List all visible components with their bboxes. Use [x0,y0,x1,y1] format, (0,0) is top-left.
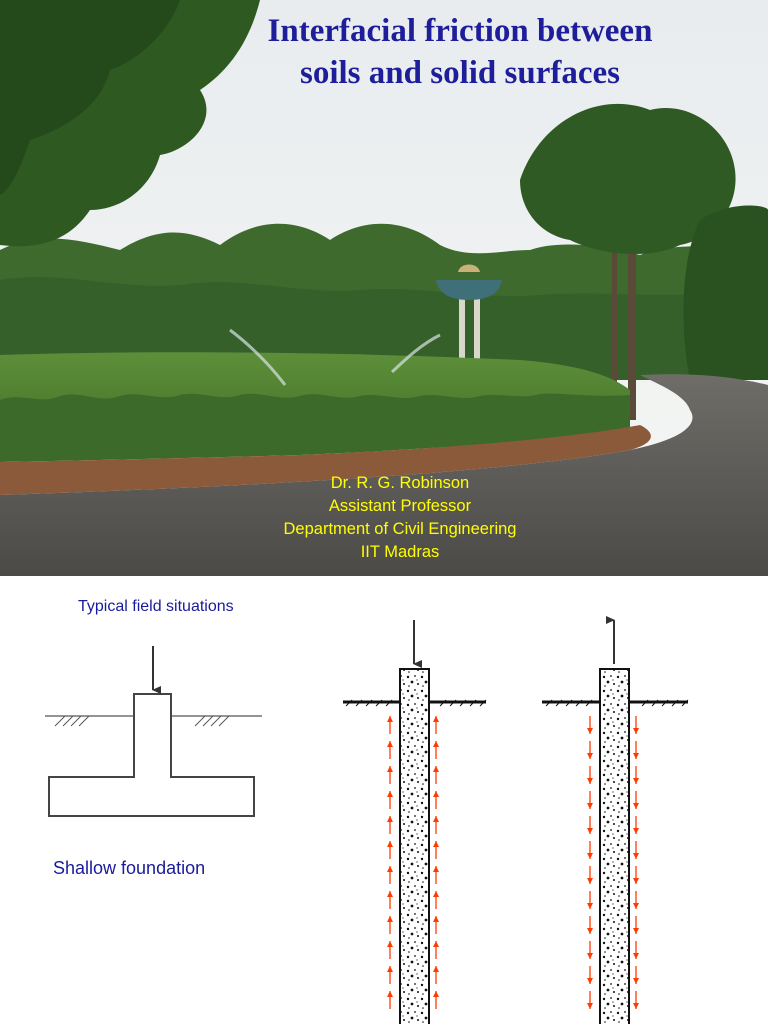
friction-up-arrow-icon-head [387,766,393,772]
pile-compression-diagram [343,620,487,1024]
title-line-1: Interfacial friction between [267,13,653,49]
friction-down-arrow-icon-head [587,928,593,934]
shallow-foundation-diagram [45,646,262,817]
friction-down-arrow-icon-head [633,953,639,959]
friction-up-arrow-icon-head [433,866,439,872]
ground-hatch-icon [54,715,230,727]
friction-down-arrow-icon-head [587,953,593,959]
downward-friction-arrows [587,716,639,1009]
friction-up-arrow-icon-head [433,941,439,947]
slide-title: Interfacial friction between soils and s… [150,10,768,94]
friction-up-arrow-icon-head [387,816,393,822]
friction-up-arrow-icon-head [387,966,393,972]
field-situations-slide: Typical field situations Shallow foundat… [0,576,768,1024]
friction-up-arrow-icon-head [433,816,439,822]
friction-up-arrow-icon-head [433,791,439,797]
friction-up-arrow-icon-head [387,791,393,797]
friction-down-arrow-icon-head [587,903,593,909]
friction-up-arrow-icon-head [387,866,393,872]
friction-down-arrow-icon-head [587,803,593,809]
friction-down-arrow-icon-head [587,978,593,984]
friction-down-arrow-icon-head [633,728,639,734]
author-block: Dr. R. G. Robinson Assistant Professor D… [200,472,600,564]
friction-down-arrow-icon-head [587,778,593,784]
friction-up-arrow-icon-head [433,841,439,847]
friction-up-arrow-icon-head [433,716,439,722]
situations-heading: Typical field situations [78,598,234,615]
friction-up-arrow-icon-head [433,991,439,997]
author-department: Department of Civil Engineering [283,520,517,538]
friction-down-arrow-icon-head [587,753,593,759]
friction-down-arrow-icon-head [587,878,593,884]
campus-photo [0,0,768,576]
friction-up-arrow-icon-head [387,716,393,722]
author-institute: IIT Madras [360,543,440,561]
friction-up-arrow-icon-head [387,891,393,897]
author-position: Assistant Professor [328,497,472,515]
pile-tension-diagram [542,616,689,1024]
upward-friction-arrows [387,716,439,1009]
friction-down-arrow-icon-head [633,853,639,859]
friction-up-arrow-icon-head [433,891,439,897]
foundation-diagrams [45,616,689,1024]
friction-up-arrow-icon-head [387,941,393,947]
friction-down-arrow-icon-head [633,1003,639,1009]
friction-up-arrow-icon-head [433,916,439,922]
friction-down-arrow-icon-head [587,853,593,859]
friction-down-arrow-icon-head [633,803,639,809]
friction-down-arrow-icon-head [633,828,639,834]
friction-up-arrow-icon-head [387,916,393,922]
friction-up-arrow-icon-head [387,841,393,847]
friction-down-arrow-icon-head [587,728,593,734]
friction-up-arrow-icon-head [387,741,393,747]
friction-down-arrow-icon-head [587,828,593,834]
friction-down-arrow-icon-head [587,1003,593,1009]
friction-up-arrow-icon-head [387,991,393,997]
shallow-foundation-label: Shallow foundation [53,858,206,878]
friction-down-arrow-icon-head [633,878,639,884]
friction-up-arrow-icon-head [433,766,439,772]
friction-down-arrow-icon-head [633,903,639,909]
friction-down-arrow-icon-head [633,978,639,984]
author-name: Dr. R. G. Robinson [330,474,470,492]
title-line-2: soils and solid surfaces [300,55,620,91]
title-slide: Interfacial friction between soils and s… [0,0,768,576]
friction-down-arrow-icon-head [633,928,639,934]
friction-up-arrow-icon-head [433,966,439,972]
friction-down-arrow-icon-head [633,753,639,759]
friction-down-arrow-icon-head [633,778,639,784]
friction-up-arrow-icon-head [433,741,439,747]
